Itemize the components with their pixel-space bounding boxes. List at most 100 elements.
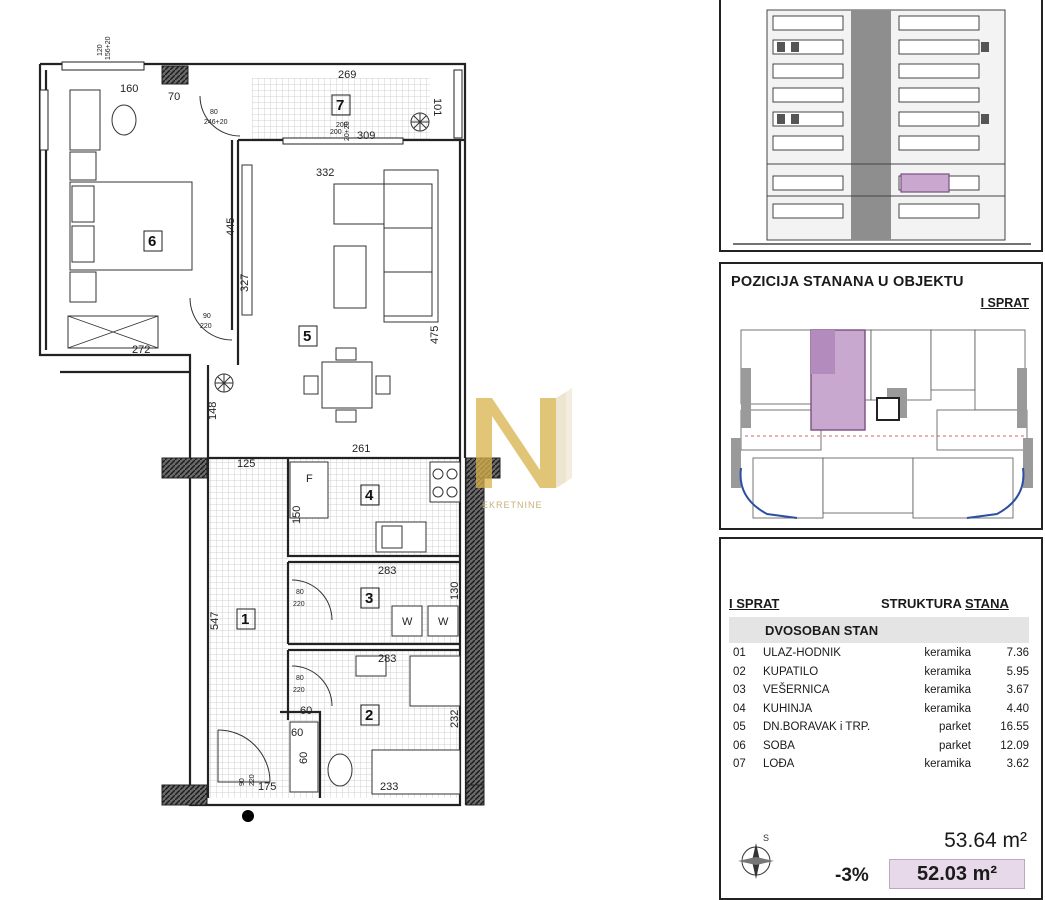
- column: [465, 477, 485, 805]
- dim-label: 475: [429, 326, 441, 344]
- dim-label: 160: [120, 83, 138, 95]
- dim-label: 232: [449, 710, 461, 728]
- dim-label: 60: [291, 727, 303, 739]
- dimension-labels: 269 160 70 80 246+20 200 309 332 445 327…: [97, 36, 461, 793]
- table-floor-label: I SPRAT: [729, 596, 780, 611]
- table-heading-b: STANA: [965, 596, 1009, 611]
- dim-label: 150: [291, 506, 303, 524]
- column: [465, 784, 485, 806]
- plant-icon: [410, 112, 430, 132]
- dim-label: 90: [239, 778, 246, 786]
- dim-label: 80: [296, 589, 304, 596]
- dim-label: 283: [378, 565, 396, 577]
- balcony-7-floor: [252, 78, 430, 140]
- dryer-label: W: [438, 616, 449, 628]
- watermark-text: EKRETNINE: [482, 500, 543, 510]
- hallway-1-floor: [208, 458, 288, 798]
- dim-label: 60: [300, 705, 312, 717]
- dim-label: 269: [338, 69, 356, 81]
- dim-label: 283: [378, 653, 396, 665]
- table-heading-a: STRUKTURA: [881, 596, 962, 611]
- room-2-number: 2: [365, 707, 373, 724]
- bedroom-furniture: [67, 89, 193, 349]
- door-swing: [291, 579, 333, 621]
- dim-label: 327: [239, 274, 251, 292]
- plant-icon: [214, 373, 234, 393]
- dim-label: 101: [431, 98, 443, 116]
- dim-label: 246+20: [204, 119, 228, 126]
- dim-label: 175: [258, 781, 276, 793]
- living-furniture: [241, 164, 439, 423]
- dim-label: 547: [209, 612, 221, 630]
- dim-label: 125: [237, 458, 255, 470]
- column: [161, 65, 189, 85]
- apartment-type: DVOSOBAN STAN: [765, 623, 879, 638]
- dim-label: 120: [97, 44, 104, 56]
- dim-label: 20+20: [344, 121, 351, 141]
- dim-label: 272: [132, 344, 150, 356]
- dim-label: 130: [449, 582, 461, 600]
- column: [161, 784, 208, 806]
- walls: [38, 62, 468, 807]
- building-elevation: [733, 9, 1031, 245]
- room-1-number: 1: [241, 611, 249, 628]
- dim-label: 200: [336, 122, 348, 129]
- floor-key-plan: [731, 329, 1033, 519]
- dim-label: 220: [293, 687, 305, 694]
- room-5-number: 5: [303, 328, 311, 345]
- kitchen-fixtures: [289, 461, 461, 553]
- windows: [39, 61, 463, 151]
- position-panel: POZICIJA STANANA U OBJEKTU I SPRAT: [719, 262, 1043, 530]
- structure-panel: I SPRAT STRUKTURA STANA DVOSOBAN STAN 01…: [719, 537, 1043, 900]
- dim-label: 156+20: [105, 36, 112, 60]
- room-7-number: 7: [336, 97, 344, 114]
- dim-label: 70: [168, 91, 180, 103]
- north-arrow-icon: S: [738, 833, 774, 879]
- table-heading: STRUKTURA STANA: [881, 596, 1009, 611]
- svg-text:S: S: [763, 833, 769, 843]
- dim-label: 220: [293, 601, 305, 608]
- dim-label: 60: [298, 752, 310, 764]
- room-4-number: 4: [365, 487, 374, 504]
- watermark-logo: [476, 388, 572, 488]
- room-3-number: 3: [365, 590, 373, 607]
- building-elevation-panel: [719, 0, 1043, 252]
- entrance-door-swing: [217, 729, 271, 783]
- dim-label: 148: [207, 402, 219, 420]
- dim-label: 220: [249, 774, 256, 786]
- total-gross-area: 53.64 m²: [944, 829, 1027, 852]
- column: [161, 457, 208, 479]
- position-panel-title: POZICIJA STANANA U OBJEKTU: [731, 274, 964, 290]
- dim-label: 200: [330, 129, 342, 136]
- dim-label: 80: [210, 109, 218, 116]
- door-swing: [199, 95, 241, 137]
- entrance-dot-icon: [242, 810, 254, 822]
- dim-label: 80: [296, 675, 304, 682]
- dim-label: 332: [316, 167, 334, 179]
- dim-label: 233: [380, 781, 398, 793]
- fridge-label: F: [306, 473, 313, 485]
- laundry-fixtures: [391, 605, 459, 637]
- washer-label: W: [402, 616, 413, 628]
- position-panel-floor: I SPRAT: [980, 296, 1029, 310]
- bathroom-fixtures: [289, 655, 461, 795]
- door-swing: [291, 665, 333, 707]
- dim-label: 445: [225, 218, 237, 236]
- dim-label: 90: [203, 313, 211, 320]
- dim-label: 220: [200, 323, 212, 330]
- dim-label: 261: [352, 443, 370, 455]
- room-6-number: 6: [148, 233, 156, 250]
- apartment-type-bar: DVOSOBAN STAN: [729, 617, 1029, 643]
- dim-label: 309: [357, 130, 375, 142]
- area-discount: -3%: [835, 865, 869, 886]
- total-net-area: 52.03 m²: [889, 859, 1025, 889]
- floor-plan: 6 5 7 F 4 W: [38, 36, 572, 822]
